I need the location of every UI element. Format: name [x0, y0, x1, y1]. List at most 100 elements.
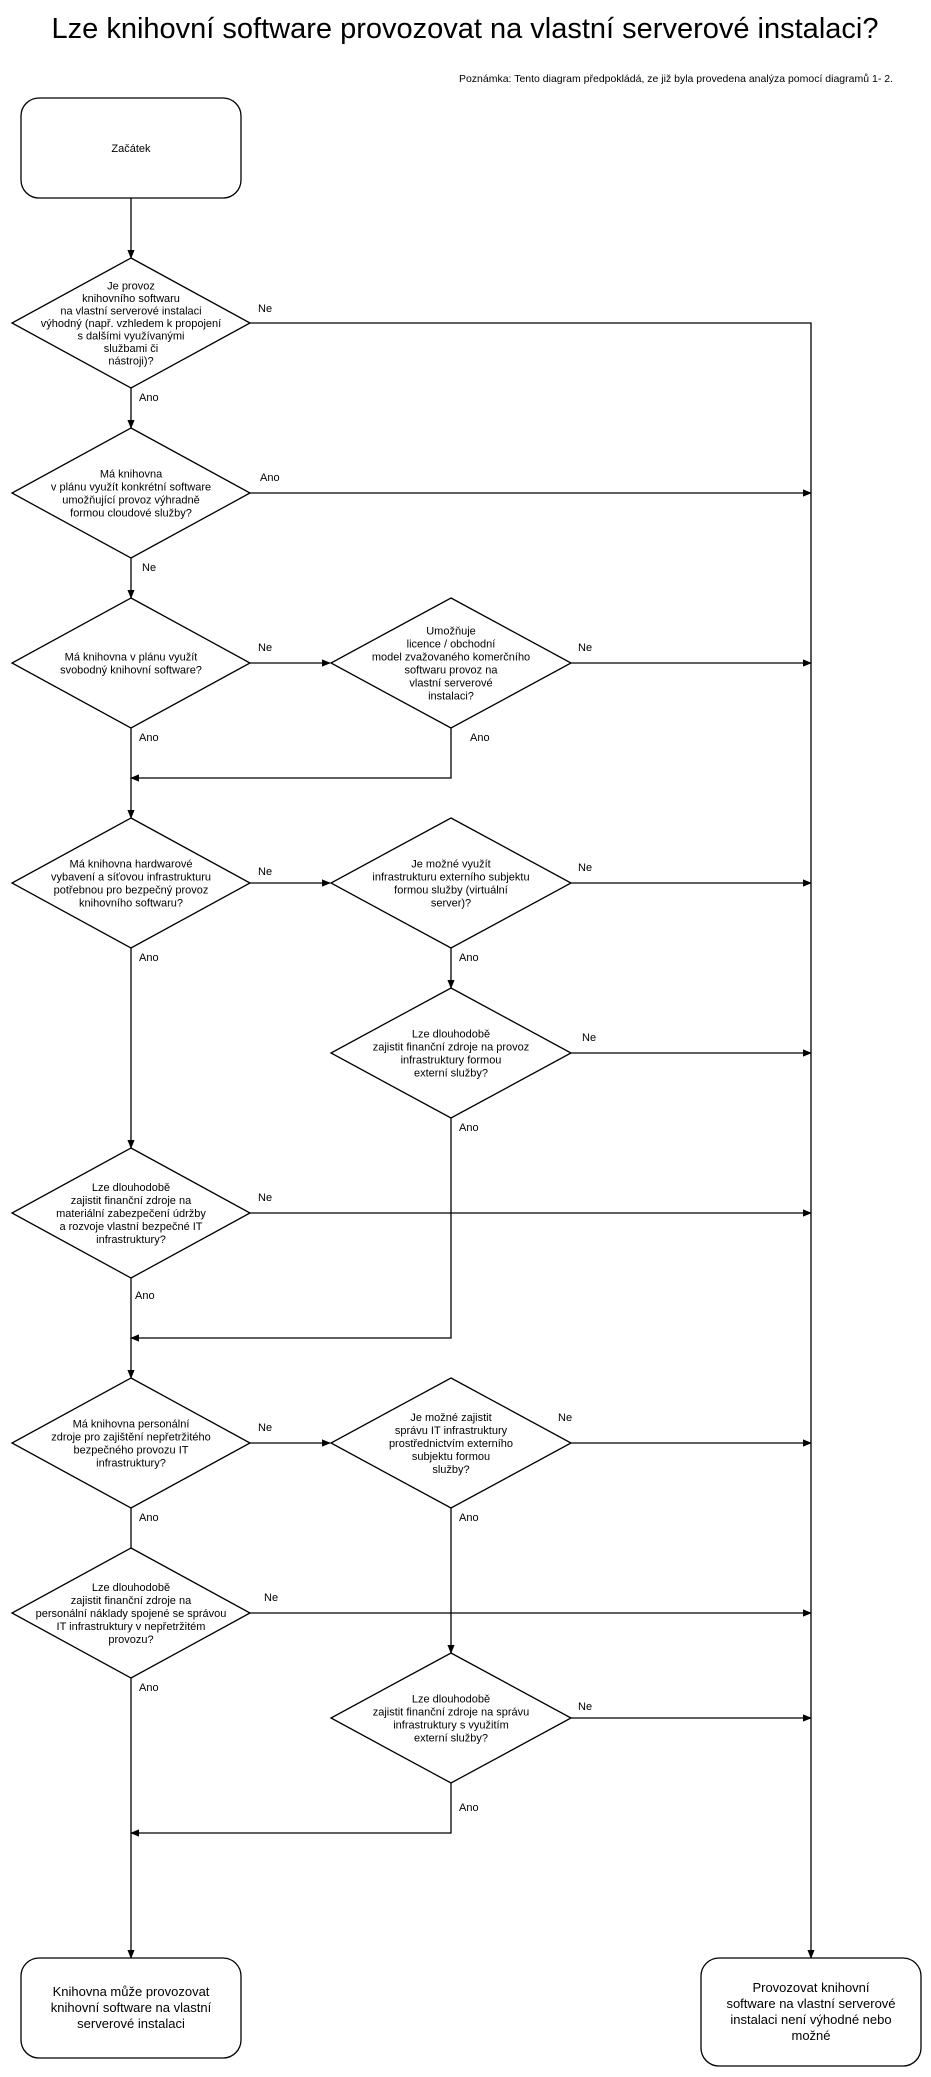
q3b-label-line: vlastní serverové: [409, 678, 492, 690]
q7-label-line: Lze dlouhodobě: [92, 1582, 170, 1594]
q1-label-line: na vlastní serverové instalaci: [60, 306, 201, 318]
end-no-label-line: možné: [791, 2028, 830, 2043]
edge-label-q3b-yes: Ano: [470, 732, 490, 744]
edge-label-q4b-no: Ne: [578, 862, 592, 874]
q1-label-line: knihovního softwaru: [82, 293, 180, 305]
q6-label-line: Má knihovna personální: [73, 1419, 190, 1431]
start-label-line: Začátek: [111, 143, 151, 155]
q5-label-line: a rozvoje vlastní bezpečné IT: [59, 1221, 202, 1233]
start-node: [20, 97, 242, 199]
q3b-label-line: softwaru provoz na: [405, 665, 499, 677]
diagram-title: Lze knihovní software provozovat na vlas…: [52, 13, 879, 45]
edge-label-q4-no: Ne: [258, 866, 272, 878]
decision-q7: [10, 1547, 252, 1679]
q1-label-line: službami či: [104, 343, 158, 355]
edge-label-q6b-yes: Ano: [459, 1512, 479, 1524]
decision-q4b: [329, 817, 573, 949]
q2-label-line: formou cloudové služby?: [70, 508, 192, 520]
q4-label-line: knihovního softwaru?: [79, 898, 183, 910]
edges: [127, 198, 815, 1959]
decision-q2: [10, 427, 252, 559]
q7-label-line: IT infrastruktury v nepřetržitém: [57, 1621, 206, 1633]
q7-label-line: personální náklady spojené se správou: [36, 1608, 227, 1620]
q5-label-line: zajistit finanční zdroje na: [71, 1195, 192, 1207]
q1-label-line: nástroji)?: [108, 356, 153, 368]
q4-label-line: potřebnou pro bezpečný provoz: [54, 885, 209, 897]
q5-label-line: infrastruktury?: [96, 1234, 166, 1246]
q2-label-line: Má knihovna: [100, 469, 163, 481]
edge-label-q3b-no: Ne: [578, 642, 592, 654]
q1-label-line: Je provoz: [107, 281, 155, 293]
q5-label-line: Lze dlouhodobě: [92, 1182, 170, 1194]
q3-label-line: Má knihovna v plánu využít: [65, 652, 198, 664]
end-yes-label-line: Knihovna může provozovat: [53, 1984, 210, 1999]
q6b-label-line: prostřednictvím externího: [389, 1438, 513, 1450]
q6-label-line: bezpečného provozu IT: [74, 1445, 189, 1457]
start-label: Začátek: [111, 143, 151, 155]
decision-q6: [10, 1377, 252, 1509]
edge-label-q1-no: Ne: [258, 303, 272, 315]
edge-labels: Ne Ano Ano Ne Ne Ano Ne Ano Ne Ano Ne An…: [135, 303, 596, 1814]
q3b-label-line: Umožňuje: [426, 626, 476, 638]
q4b-label-line: infrastrukturu externího subjektu: [372, 872, 529, 884]
decision-q3: [10, 597, 252, 729]
edge-label-q6-no: Ne: [258, 1422, 272, 1434]
edge-q3b-merge: [130, 728, 452, 782]
diagram-note: Poznámka: Tento diagram předpokládá, ze …: [459, 73, 893, 85]
end-no-label-line: software na vlastní serverové: [726, 1996, 895, 2011]
q2-label-line: v plánu využít konkrétní software: [51, 482, 211, 494]
q5-label-line: materiální zabezpečení údržby: [56, 1208, 206, 1220]
end-no-node: [700, 1957, 922, 2067]
q6b-label-line: služby?: [432, 1464, 469, 1476]
edge-label-q4c-no: Ne: [582, 1032, 596, 1044]
q3b-label-line: instalaci?: [428, 691, 474, 703]
q4c-label-line: Lze dlouhodobě: [412, 1029, 490, 1041]
edge-label-q3-yes: Ano: [139, 732, 159, 744]
end-no-label-line: Provozovat knihovní: [752, 1980, 869, 1995]
decision-q4: [10, 817, 252, 949]
edge-label-q3-no: Ne: [258, 642, 272, 654]
q3b-label-line: model zvažovaného komerčního: [372, 652, 530, 664]
edge-label-q4b-yes: Ano: [459, 952, 479, 964]
end-no-label-line: instalaci není výhodné nebo: [730, 2012, 891, 2027]
edge-label-q4c-yes: Ano: [459, 1122, 479, 1134]
edge-label-q5-yes: Ano: [135, 1290, 155, 1302]
q2-label-line: umožňující provoz výhradně: [62, 495, 200, 507]
edge-label-q2-yes: Ano: [260, 472, 280, 484]
edge-q4c-merge: [130, 1118, 452, 1342]
decision-q6b: [329, 1377, 573, 1509]
edge-label-q6-yes: Ano: [139, 1512, 159, 1524]
q3-label-line: svobodný knihovní software?: [60, 665, 202, 677]
edge-label-q2-no: Ne: [142, 562, 156, 574]
edge-label-q6b-no: Ne: [558, 1412, 572, 1424]
q6-label-line: zdroje pro zajištění nepřetržitého: [51, 1432, 211, 1444]
edge-label-q7b-no: Ne: [578, 1701, 592, 1713]
decision-q5: [10, 1147, 252, 1279]
q1-label-line: s dalšími využívanými: [78, 331, 185, 343]
nodes: [10, 97, 922, 2067]
q7-label-line: zajistit finanční zdroje na: [71, 1595, 192, 1607]
q6b-label-line: subjektu formou: [412, 1451, 490, 1463]
edge-label-q7b-yes: Ano: [459, 1802, 479, 1814]
q1-label-line: výhodný (např. vzhledem k propojení: [41, 318, 221, 330]
end-yes-node: [20, 1957, 242, 2059]
q4-label-line: vybavení a síťovou infrastrukturu: [51, 872, 211, 884]
edge-q1-end-no: [250, 322, 815, 1959]
q4b-label-line: formou služby (virtuální: [394, 885, 508, 897]
q6b-label-line: Je možné zajistit: [410, 1412, 491, 1424]
q3b-label-line: licence / obchodní: [407, 639, 496, 651]
q7b-label-line: externí služby?: [414, 1733, 488, 1745]
edge-label-q5-no: Ne: [258, 1192, 272, 1204]
